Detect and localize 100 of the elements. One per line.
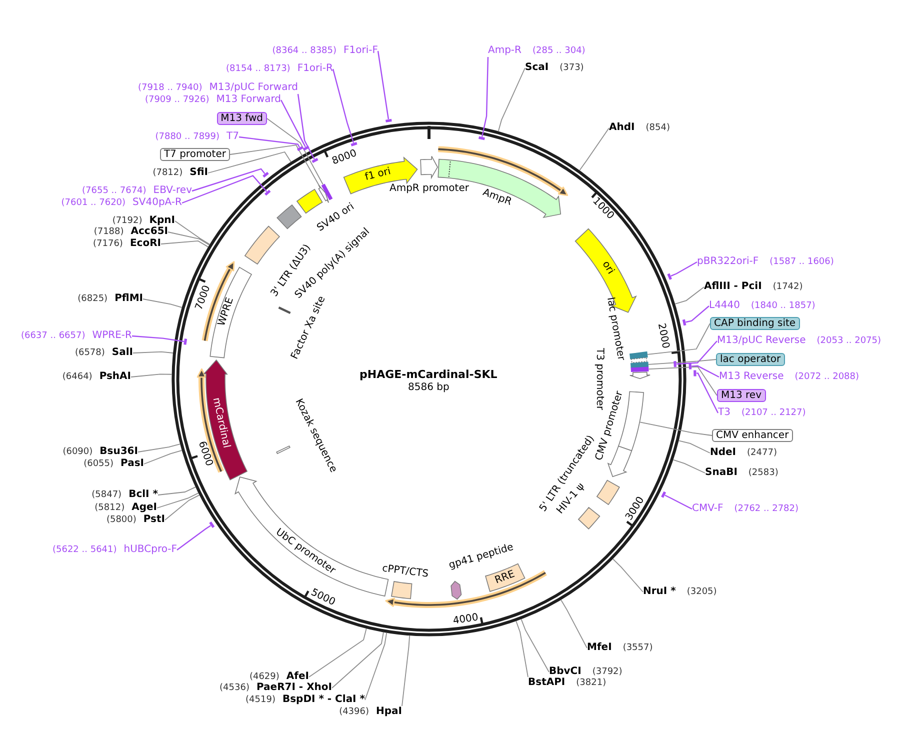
- leader-line: [156, 492, 199, 508]
- cut-position: (4396): [339, 706, 369, 718]
- leader-line: [648, 359, 716, 365]
- primer-range: (1840 .. 1857): [751, 300, 816, 312]
- tick-label: 8000: [331, 148, 360, 168]
- leader-line: [280, 100, 306, 148]
- enzyme-name: PaeR7I - XhoI: [256, 682, 332, 694]
- primer-range: (2762 .. 2782): [734, 503, 799, 515]
- primer-range: (7655 .. 7674): [82, 185, 146, 197]
- leader-line: [332, 68, 354, 143]
- cut-position: (3792): [592, 666, 622, 678]
- leader-line: [670, 261, 698, 277]
- leader-line: [676, 340, 718, 365]
- cut-position: (854): [646, 122, 670, 134]
- feature-label: T3 promoter: [593, 348, 606, 410]
- cut-position: (3557): [622, 642, 653, 654]
- cut-position: (7812): [152, 167, 183, 179]
- primer-name: T7: [226, 131, 239, 143]
- primer-range: (7601 .. 7620): [61, 197, 126, 209]
- enzyme-name: BspDI * - ClaI *: [282, 694, 365, 706]
- leader-line: [672, 459, 706, 474]
- feature-callout: CAP binding site: [710, 317, 800, 330]
- leader-line: [130, 374, 172, 378]
- leader-line: [192, 168, 266, 192]
- leader-line: [142, 298, 182, 308]
- leader-line: [176, 525, 211, 550]
- cut-position: (3821): [576, 677, 606, 689]
- leader-line: [230, 144, 321, 188]
- enzyme-name: ScaI: [525, 62, 549, 74]
- primer-name: CMV-F: [692, 503, 724, 515]
- feature-label: lac promoter: [604, 296, 627, 362]
- cut-position: (7176): [93, 238, 123, 250]
- feature-label: WPRE: [216, 296, 237, 328]
- cut-position: (7192): [112, 215, 142, 226]
- primer-name: F1ori-R: [297, 63, 333, 75]
- enzyme-name: HpaI: [376, 706, 402, 718]
- primer-range: (1587 .. 1606): [770, 256, 834, 268]
- leader-line: [208, 151, 292, 174]
- primer-name: hUBCpro-F: [124, 544, 177, 556]
- cut-position: (4519): [246, 694, 276, 706]
- tick-label: 2000: [654, 322, 670, 350]
- primer-range: (285 .. 304): [532, 45, 586, 57]
- leader-line: [664, 494, 692, 510]
- primer-range: (5622 .. 5641): [52, 544, 117, 556]
- primer-range: (2107 .. 2127): [741, 407, 806, 419]
- feature-label: AmpR promoter: [390, 183, 469, 195]
- feature-callout: M13 rev: [717, 389, 766, 402]
- leader-line: [132, 335, 184, 342]
- enzyme-name: AflIII - PciI: [704, 281, 762, 293]
- leader-line: [692, 365, 720, 378]
- leader-line: [498, 68, 526, 132]
- cut-position: (6055): [84, 458, 114, 470]
- enzyme-name: NdeI: [710, 447, 736, 459]
- primer-name: WPRE-R: [92, 330, 132, 342]
- primer-name: T3: [718, 407, 730, 419]
- enzyme-name: AgeI: [132, 502, 157, 514]
- cut-position: (6825): [78, 293, 108, 305]
- enzyme-name: Acc65I: [130, 226, 168, 238]
- enzyme-name: EcoRI: [130, 238, 161, 250]
- cut-position: (5800): [106, 514, 136, 526]
- primer-name: L4440: [709, 300, 740, 312]
- cut-position: (3205): [686, 586, 717, 598]
- leader-line: [402, 635, 410, 706]
- leader-line: [640, 422, 712, 436]
- primer-range: (7909 .. 7926): [144, 94, 210, 106]
- feature-label: f1 ori: [364, 166, 392, 184]
- leader-line: [674, 286, 704, 304]
- tick-label: 7000: [193, 284, 214, 312]
- tick-label: 6000: [194, 440, 214, 468]
- cut-position: (5812): [94, 502, 125, 514]
- leader-line: [520, 618, 550, 672]
- leader-line: [377, 50, 390, 120]
- leader-line: [144, 450, 182, 464]
- leader-line: [648, 366, 718, 396]
- leader-line: [308, 628, 367, 678]
- primer-range: (8154 .. 8173): [226, 63, 290, 75]
- leader-line: [678, 440, 710, 454]
- primer-range: (8364 .. 8385): [272, 45, 337, 57]
- enzyme-name: AfeI: [286, 671, 309, 682]
- feature-callout: T7 promoter: [160, 148, 230, 160]
- cut-position: (4536): [220, 682, 250, 694]
- tick-label: 5000: [308, 586, 337, 609]
- enzyme-name: PstI: [143, 514, 165, 526]
- primer-name: M13 Forward: [216, 94, 281, 106]
- primer-range: (2072 .. 2088): [794, 371, 860, 383]
- enzyme-name: SnaBI: [705, 467, 738, 479]
- enzyme-name: SfiI: [190, 167, 208, 179]
- enzyme-name: BclI *: [128, 489, 158, 501]
- cut-position: (7188): [94, 226, 124, 238]
- enzyme-name: MfeI: [587, 642, 612, 654]
- primer-range: (7880 .. 7899): [155, 131, 220, 143]
- primer-name: pBR322ori-F: [697, 256, 759, 268]
- leader-line: [612, 558, 644, 592]
- cut-position: (2583): [748, 467, 778, 479]
- leader-line: [132, 351, 174, 354]
- leader-line: [164, 494, 200, 520]
- leader-line: [560, 599, 588, 648]
- enzyme-name: BstAPI: [528, 677, 566, 689]
- enzyme-name: PshAI: [99, 371, 131, 383]
- primer-range: (6637 .. 6657): [20, 330, 86, 342]
